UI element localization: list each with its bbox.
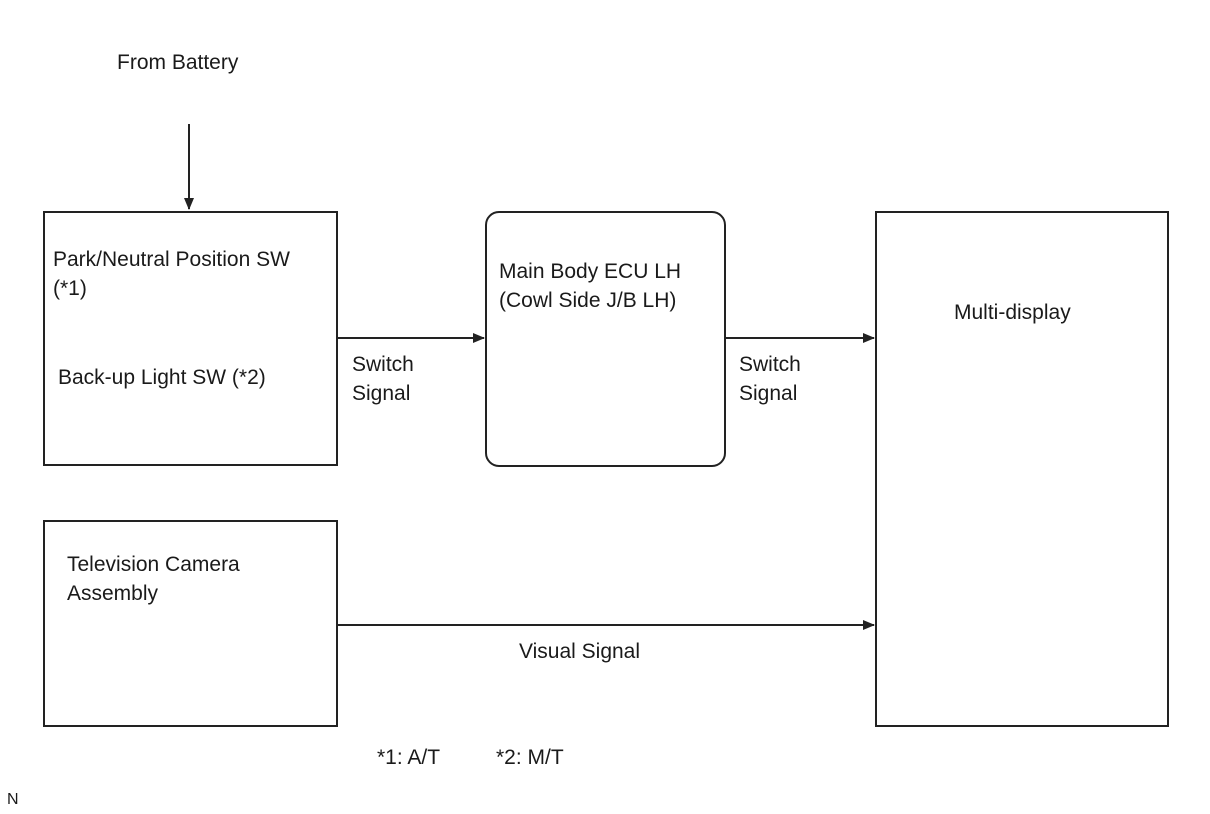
tv-camera-label-line1: Television Camera [67,553,240,576]
switch-signal-label-2-line2: Signal [739,382,798,405]
footnote-mt: *2: M/T [496,746,564,769]
tv-camera-box: Television Camera Assembly [43,520,338,727]
switch-signal-label-2-line1: Switch [739,353,801,376]
footnote-at: *1: A/T [377,746,441,769]
switch-signal-label-1-line1: Switch [352,353,414,376]
park-neutral-footnote-ref: (*1) [53,277,87,300]
from-battery-label: From Battery [117,51,239,74]
main-body-ecu-box: Main Body ECU LH (Cowl Side J/B LH) [485,211,726,467]
corner-mark: N [7,791,19,808]
switch-signal-label-1-line2: Signal [352,382,411,405]
multi-display-label: Multi-display [954,301,1071,324]
park-neutral-switch-label: Park/Neutral Position SW [53,248,290,271]
main-body-ecu-label: Main Body ECU LH [499,260,682,283]
tv-camera-label-line2: Assembly [67,582,159,605]
visual-signal-label: Visual Signal [519,640,641,663]
park-neutral-switch-box: Park/Neutral Position SW (*1) Back-up Li… [43,211,338,466]
cowl-side-jb-label: (Cowl Side J/B LH) [499,289,677,312]
multi-display-box: Multi-display [875,211,1169,727]
backup-light-switch-label: Back-up Light SW (*2) [58,366,266,389]
